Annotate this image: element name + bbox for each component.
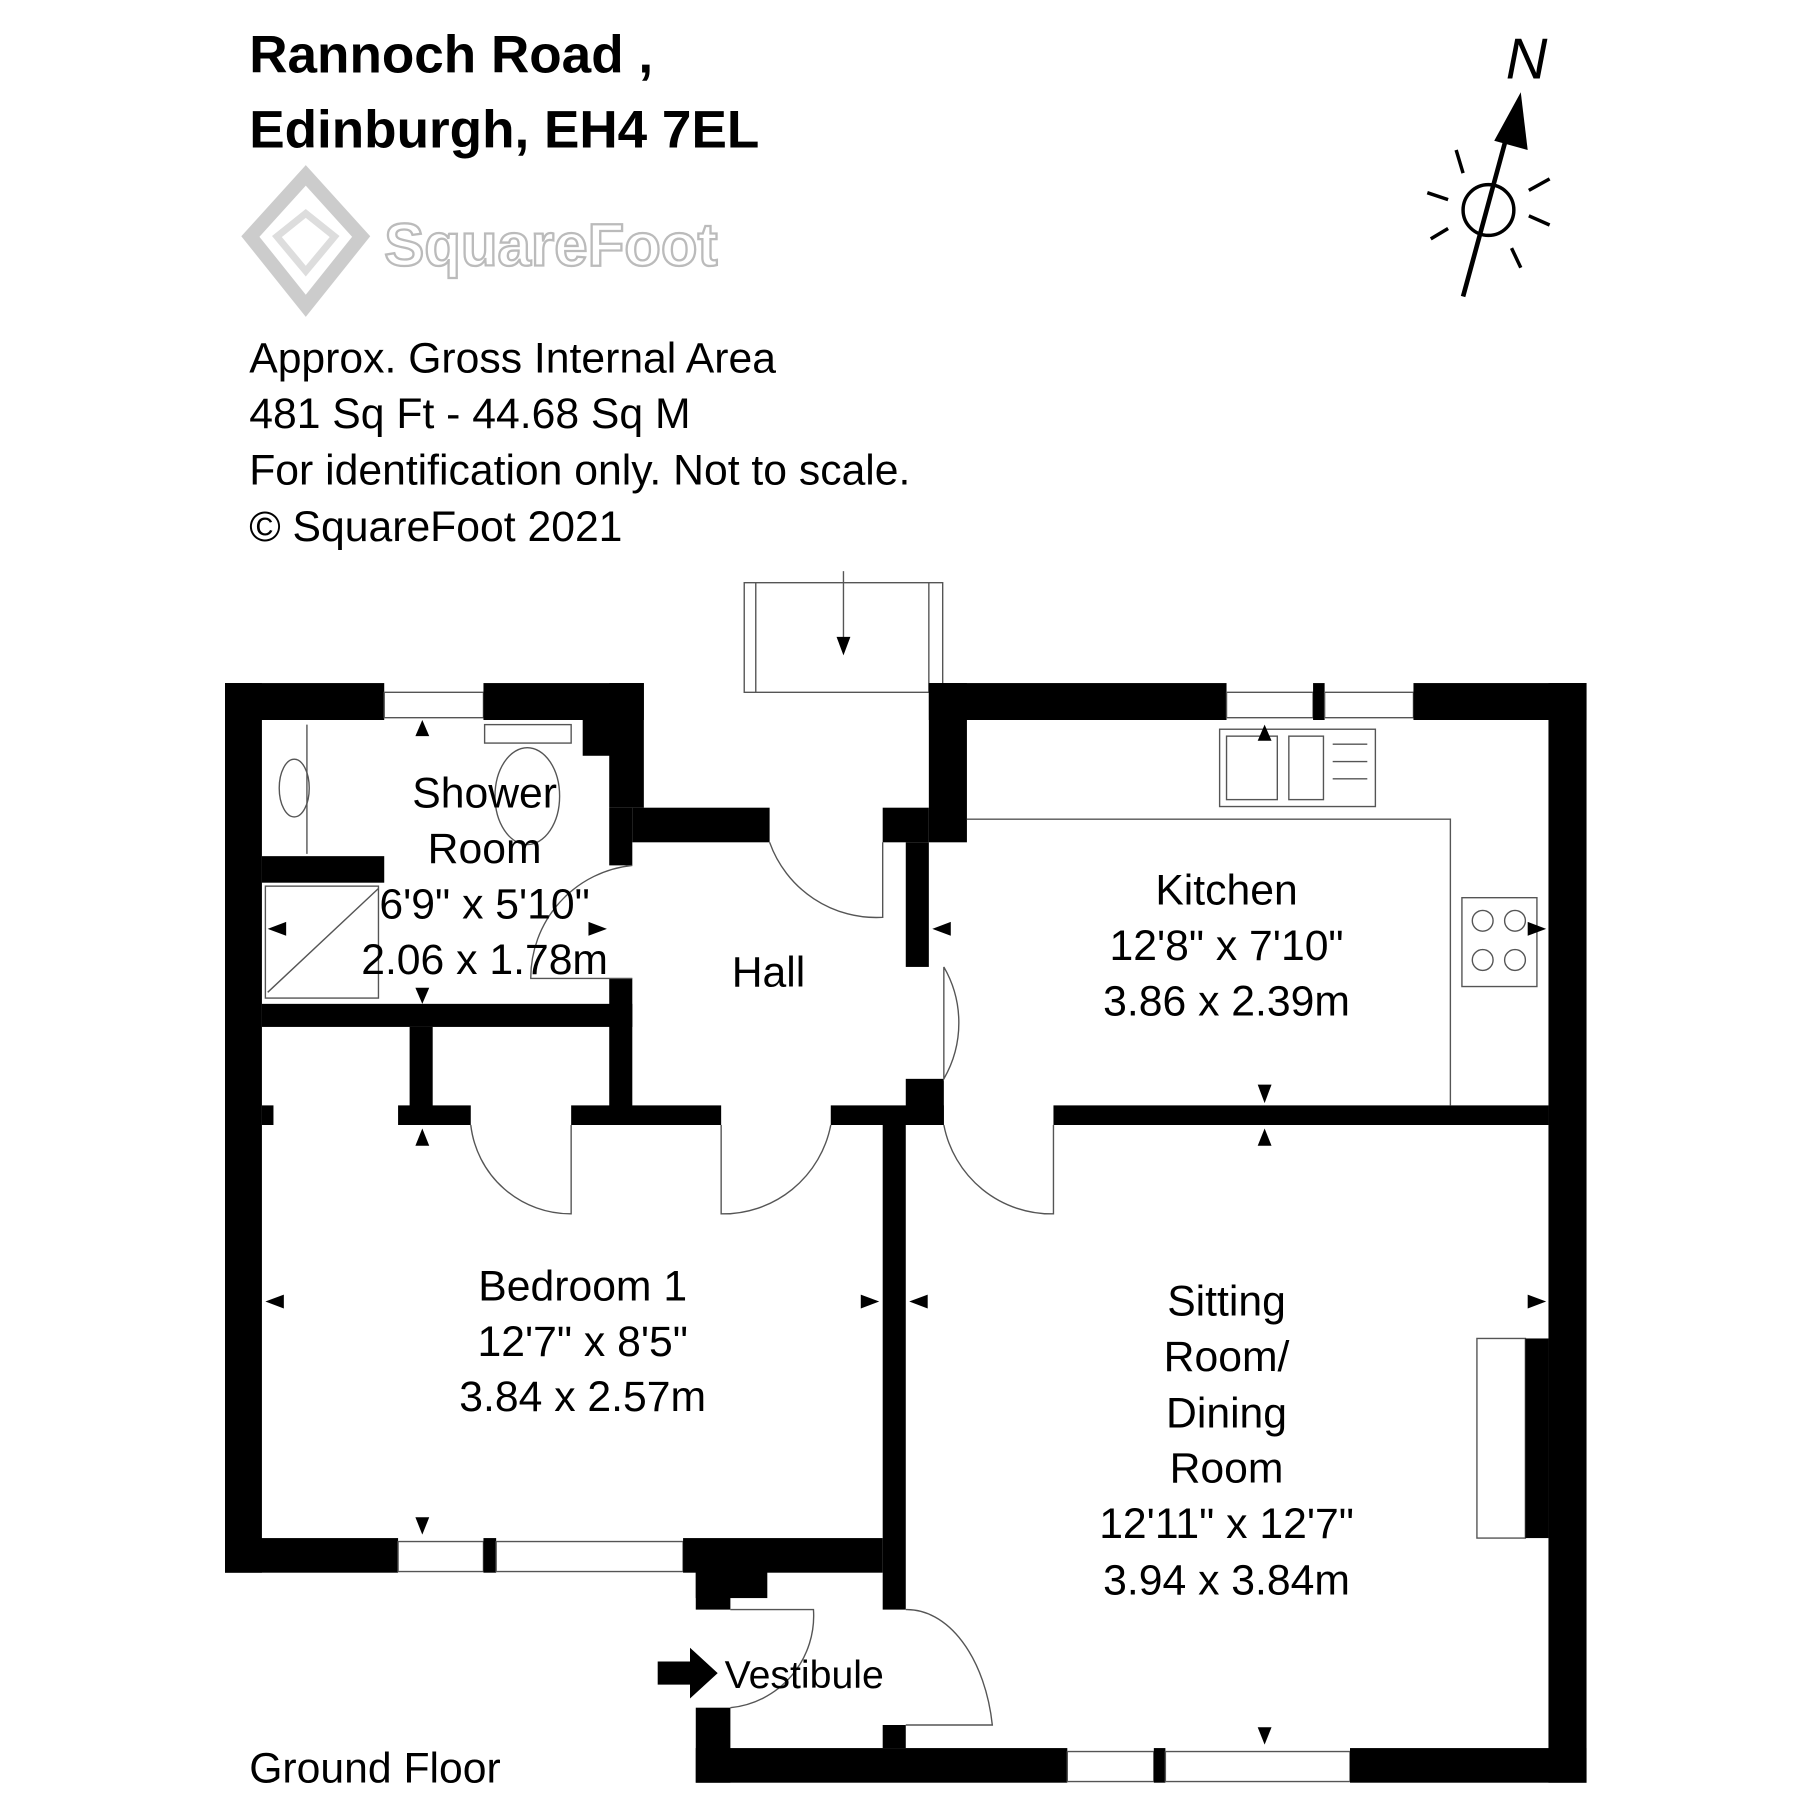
room-sitting-dining: Sitting Room/ Dining Room 12'11" x 12'7"…	[1099, 1277, 1354, 1604]
room-dimensions-imperial: 6'9" x 5'10"	[379, 880, 589, 928]
room-name: Vestibule	[725, 1653, 884, 1697]
area-heading: Approx. Gross Internal Area	[249, 335, 776, 383]
room-hall: Hall	[732, 949, 806, 997]
room-kitchen: Kitchen 12'8" x 7'10" 3.86 x 2.39m	[1103, 867, 1350, 1026]
room-name: Room/	[1164, 1333, 1290, 1381]
room-name: Sitting	[1167, 1277, 1286, 1325]
door-swings	[264, 723, 1538, 1726]
squarefoot-logo: SquareFoot	[241, 165, 719, 317]
entrance-arrow-icon	[657, 1647, 718, 1699]
disclaimer: For identification only. Not to scale.	[249, 447, 910, 495]
room-dimensions-metric: 3.84 x 2.57m	[459, 1373, 706, 1421]
room-name: Shower	[412, 770, 557, 818]
room-dimensions-imperial: 12'7" x 8'5"	[478, 1318, 688, 1366]
area-value: 481 Sq Ft - 44.68 Sq M	[249, 390, 690, 438]
room-name: Room	[428, 825, 542, 873]
compass-icon: N	[1426, 27, 1551, 298]
room-name: Bedroom 1	[478, 1262, 687, 1310]
floor-label: Ground Floor	[249, 1745, 501, 1793]
room-name: Room	[1170, 1445, 1284, 1493]
entrance-steps	[743, 571, 944, 693]
room-dimensions-metric: 3.86 x 2.39m	[1103, 977, 1350, 1025]
room-dimensions-metric: 2.06 x 1.78m	[361, 936, 608, 984]
room-shower: Shower Room 6'9" x 5'10" 2.06 x 1.78m	[361, 770, 608, 984]
address-line-2: Edinburgh, EH4 7EL	[249, 101, 759, 160]
copyright: © SquareFoot 2021	[249, 503, 622, 551]
room-dimensions-imperial: 12'8" x 7'10"	[1109, 922, 1343, 970]
address-line-1: Rannoch Road ,	[249, 26, 653, 85]
room-name: Dining	[1166, 1389, 1287, 1437]
room-vestibule: Vestibule	[657, 1647, 884, 1699]
room-bedroom-1: Bedroom 1 12'7" x 8'5" 3.84 x 2.57m	[459, 1262, 706, 1421]
room-name: Kitchen	[1155, 867, 1297, 915]
walls	[225, 683, 1587, 1783]
room-dimensions-imperial: 12'11" x 12'7"	[1099, 1500, 1354, 1548]
dimension-arrows	[265, 720, 1547, 1745]
logo-text: SquareFoot	[384, 211, 717, 278]
room-dimensions-metric: 3.94 x 3.84m	[1103, 1557, 1350, 1605]
compass-north-label: N	[1506, 27, 1548, 91]
